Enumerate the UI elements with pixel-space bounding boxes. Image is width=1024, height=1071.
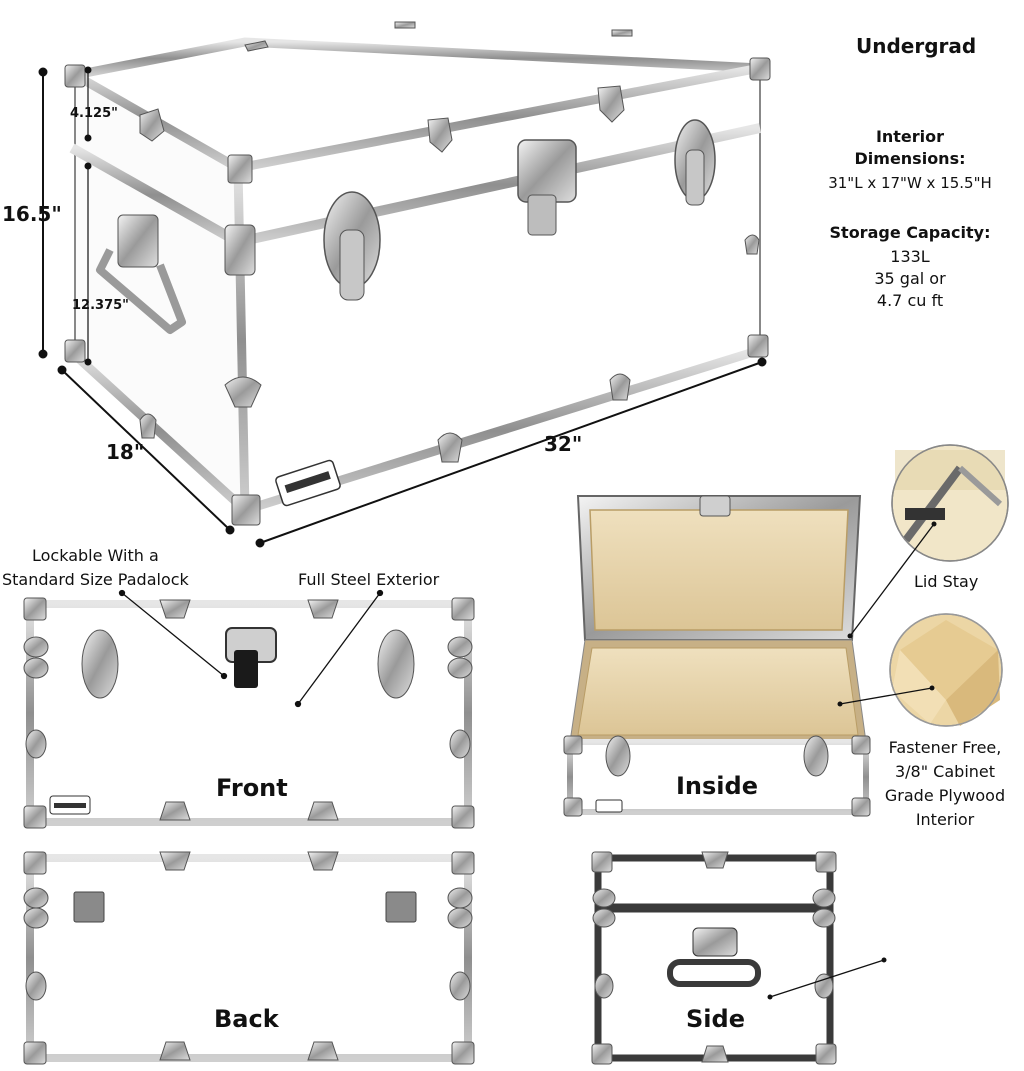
model-title: Undergrad bbox=[856, 34, 977, 58]
dim-height: 16.5" bbox=[2, 202, 62, 226]
interior-heading-1: Interior bbox=[875, 127, 945, 146]
lid-stay-inset bbox=[891, 444, 1009, 562]
capacity-cubic-feet: 4.7 cu ft bbox=[876, 291, 944, 310]
dim-depth: 18" bbox=[106, 440, 145, 464]
plywood-line-4: Interior bbox=[915, 810, 975, 829]
lid-stay-annotation: Lid Stay bbox=[914, 572, 979, 591]
interior-dimensions-value: 31"L x 17"W x 15.5"H bbox=[828, 174, 992, 192]
back-view-label: Back bbox=[214, 1005, 279, 1033]
padlock-annotation-line1: Lockable With a bbox=[32, 546, 159, 565]
inside-view-trunk bbox=[563, 495, 871, 817]
padlock-hasp bbox=[517, 139, 577, 236]
dimension-lines bbox=[38, 66, 767, 548]
back-view-trunk bbox=[23, 851, 475, 1065]
side-handle bbox=[96, 214, 186, 334]
front-view-label: Front bbox=[216, 774, 288, 802]
dim-base-height: 12.375" bbox=[72, 298, 129, 313]
capacity-heading: Storage Capacity: bbox=[829, 223, 991, 242]
side-view-label: Side bbox=[686, 1005, 745, 1033]
interior-heading-2: Dimensions: bbox=[854, 149, 966, 168]
brand-logo bbox=[275, 459, 341, 507]
dim-lid-height: 4.125" bbox=[70, 106, 118, 121]
latch-right bbox=[674, 119, 716, 206]
capacity-liters: 133L bbox=[890, 247, 930, 266]
padlock-annotation-line2: Standard Size Padalock bbox=[2, 570, 189, 589]
latch-left bbox=[323, 191, 381, 301]
plywood-line-2: 3/8" Cabinet bbox=[894, 762, 996, 781]
capacity-gallons: 35 gal or bbox=[874, 269, 946, 288]
plywood-line-3: Grade Plywood bbox=[884, 786, 1006, 805]
front-view-trunk bbox=[23, 597, 475, 829]
inside-view-label: Inside bbox=[676, 772, 758, 800]
plywood-inset bbox=[889, 613, 1003, 727]
main-trunk-3d bbox=[64, 21, 771, 526]
steel-annotation: Full Steel Exterior bbox=[298, 570, 440, 589]
plywood-line-1: Fastener Free, bbox=[888, 738, 1002, 757]
side-view-trunk bbox=[591, 851, 887, 1065]
dim-length: 32" bbox=[544, 432, 583, 456]
plywood-annotation: Fastener Free, 3/8" Cabinet Grade Plywoo… bbox=[870, 736, 1020, 832]
